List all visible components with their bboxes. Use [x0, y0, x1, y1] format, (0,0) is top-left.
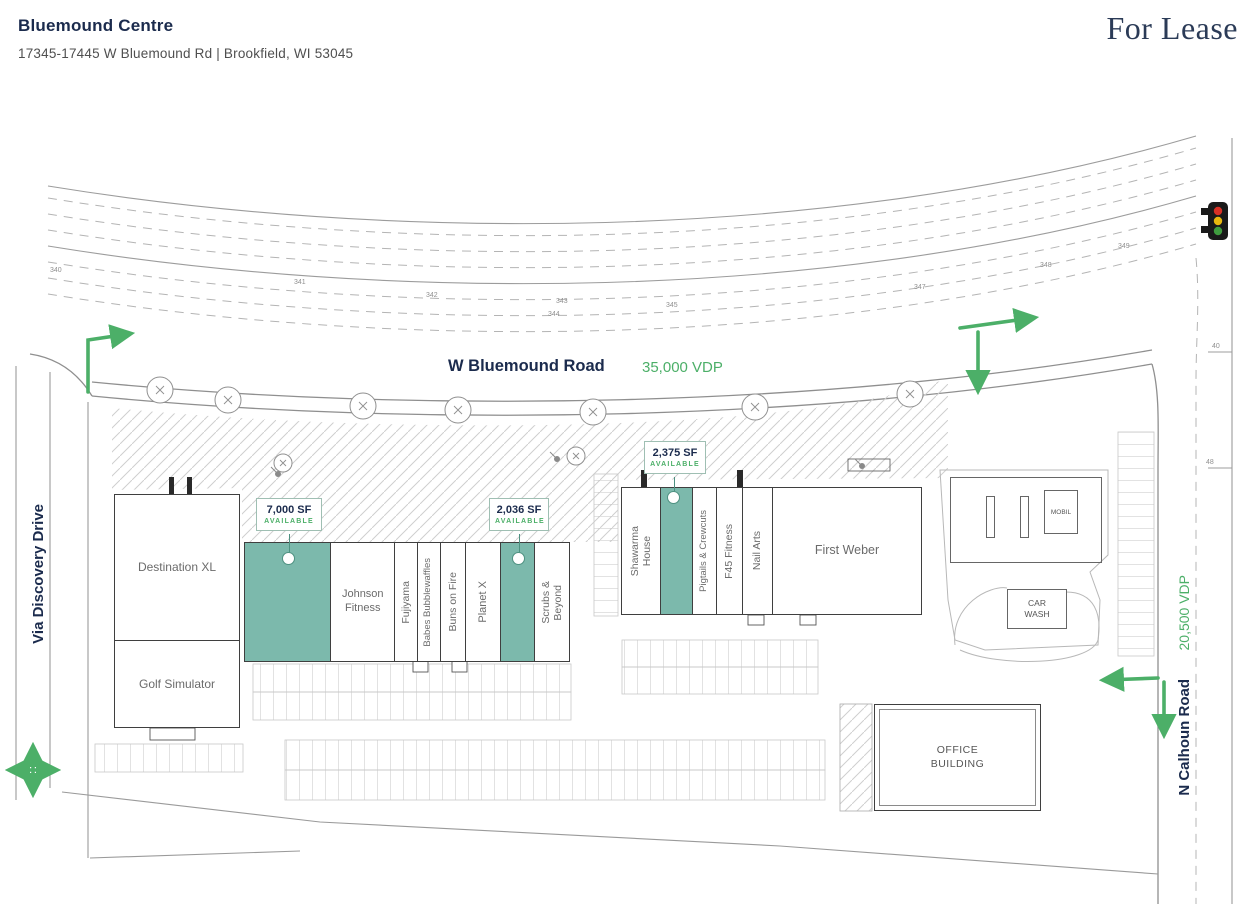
unit-car-wash: CAR WASH — [1007, 589, 1067, 629]
tenant-label-first-weber: First Weber — [814, 543, 880, 558]
tenant-label-pigtails-crewcuts: Pigtails & Crewcuts — [698, 510, 710, 592]
tenant-label-fujiyama: Fujiyama — [399, 580, 412, 624]
building-east-strip: Shawarma House Pigtails & Crewcuts F45 F… — [621, 487, 922, 615]
building-office: OFFICE BUILDING — [874, 704, 1041, 811]
side-roads-and-property-lines — [15, 138, 1233, 904]
unit-office-building: OFFICE BUILDING — [879, 709, 1036, 806]
callout-leader-line — [519, 534, 520, 552]
tenant-label-scrubs-beyond: Scrubs & Beyond — [540, 580, 565, 624]
unit-mobil: MOBIL — [1044, 490, 1078, 534]
available-callout-7000sf: 7,000 SF AVAILABLE — [256, 498, 322, 532]
available-status: AVAILABLE — [650, 461, 700, 469]
unit-buns-on-fire: Buns on Fire — [439, 543, 465, 661]
tenant-label-mobil: MOBIL — [1050, 508, 1072, 516]
unit-available-2375sf — [660, 488, 692, 614]
unit-f45-fitness: F45 Fitness — [716, 488, 742, 614]
contour-label: 345 — [666, 302, 678, 309]
tenant-label-shawarma-house: Shawarma House — [628, 525, 653, 577]
calhoun-road-label: N Calhoun Road — [1175, 678, 1193, 796]
bluemound-road-label: W Bluemound Road — [448, 357, 605, 375]
tenant-label-f45-fitness: F45 Fitness — [723, 523, 736, 579]
contour-label: 349 — [1118, 243, 1130, 250]
unit-pigtails-crewcuts: Pigtails & Crewcuts — [692, 488, 716, 614]
tenant-label-destination-xl: Destination XL — [137, 560, 217, 574]
tenant-label-golf-simulator: Golf Simulator — [138, 676, 216, 691]
unit-shawarma-house: Shawarma House — [622, 488, 660, 614]
callout-leader-line — [289, 534, 290, 552]
unit-scrubs-beyond: Scrubs & Beyond — [534, 543, 569, 661]
tenant-label-johnson-fitness: Johnson Fitness — [341, 588, 384, 614]
unit-planet-x: Planet X — [464, 543, 501, 661]
unit-destination-xl: Destination XL — [115, 495, 239, 641]
unit-johnson-fitness: Johnson Fitness — [330, 543, 394, 661]
tenant-label-car-wash: CAR WASH — [1024, 598, 1050, 619]
unit-nail-arts: Nail Arts — [742, 488, 772, 614]
calhoun-vdp-label: 20,500 VDP — [1176, 575, 1192, 651]
mobil-canopy — [950, 477, 1102, 563]
contour-label: 348 — [1040, 262, 1052, 269]
contour-label: 48 — [1206, 459, 1214, 466]
building-details — [149, 451, 1109, 741]
callout-leader-line — [674, 477, 675, 491]
available-status: AVAILABLE — [264, 518, 314, 526]
available-callout-2375sf: 2,375 SF AVAILABLE — [644, 441, 706, 475]
bluemound-vdp-label: 35,000 VDP — [642, 359, 723, 376]
contour-labels: 340 341 342 343 344 345 347 348 349 40 4… — [50, 243, 1220, 466]
mobil-pump-island — [986, 496, 995, 538]
traffic-flow-arrows — [4, 307, 1177, 799]
contour-label: 340 — [50, 267, 62, 274]
bluemound-road-lines — [47, 135, 1197, 416]
property-address: 17345-17445 W Bluemound Rd | Brookfield,… — [18, 46, 354, 61]
contour-label: 342 — [426, 292, 438, 299]
contour-label: 344 — [548, 311, 560, 318]
traffic-light-icon — [1201, 202, 1228, 240]
discovery-drive-label: Via Discovery Drive — [29, 504, 47, 644]
tenant-label-buns-on-fire: Buns on Fire — [446, 572, 459, 632]
unit-first-weber: First Weber — [772, 488, 921, 614]
callout-marker — [512, 552, 525, 565]
mobil-pump-island — [1020, 496, 1029, 538]
for-lease-label: For Lease — [1106, 10, 1238, 46]
unit-available-2036sf — [500, 543, 535, 661]
contour-label: 347 — [914, 284, 926, 291]
parking-stalls — [94, 431, 1155, 801]
tenant-label-babes-bubblewaffles: Babes Bubblewaffles — [422, 557, 434, 647]
building-destination-xl: Destination XL Golf Simulator — [114, 494, 240, 728]
trees — [146, 376, 924, 473]
tenant-label-nail-arts: Nail Arts — [751, 531, 764, 571]
available-callout-2036sf: 2,036 SF AVAILABLE — [489, 498, 549, 532]
available-size: 2,036 SF — [496, 504, 542, 516]
unit-golf-simulator: Golf Simulator — [115, 641, 239, 727]
tenant-label-planet-x: Planet X — [476, 581, 489, 623]
property-name: Bluemound Centre — [18, 16, 174, 35]
available-status: AVAILABLE — [495, 518, 545, 526]
tenant-label-office-building: OFFICE BUILDING — [930, 744, 985, 770]
callout-marker — [282, 552, 295, 565]
contour-label: 343 — [556, 298, 568, 305]
unit-babes-bubblewaffles: Babes Bubblewaffles — [416, 543, 440, 661]
contour-label: 341 — [294, 279, 306, 286]
unit-fujiyama: Fujiyama — [394, 543, 417, 661]
available-size: 2,375 SF — [652, 447, 698, 459]
contour-label: 40 — [1212, 343, 1220, 350]
callout-marker — [667, 491, 680, 504]
available-size: 7,000 SF — [266, 504, 312, 516]
